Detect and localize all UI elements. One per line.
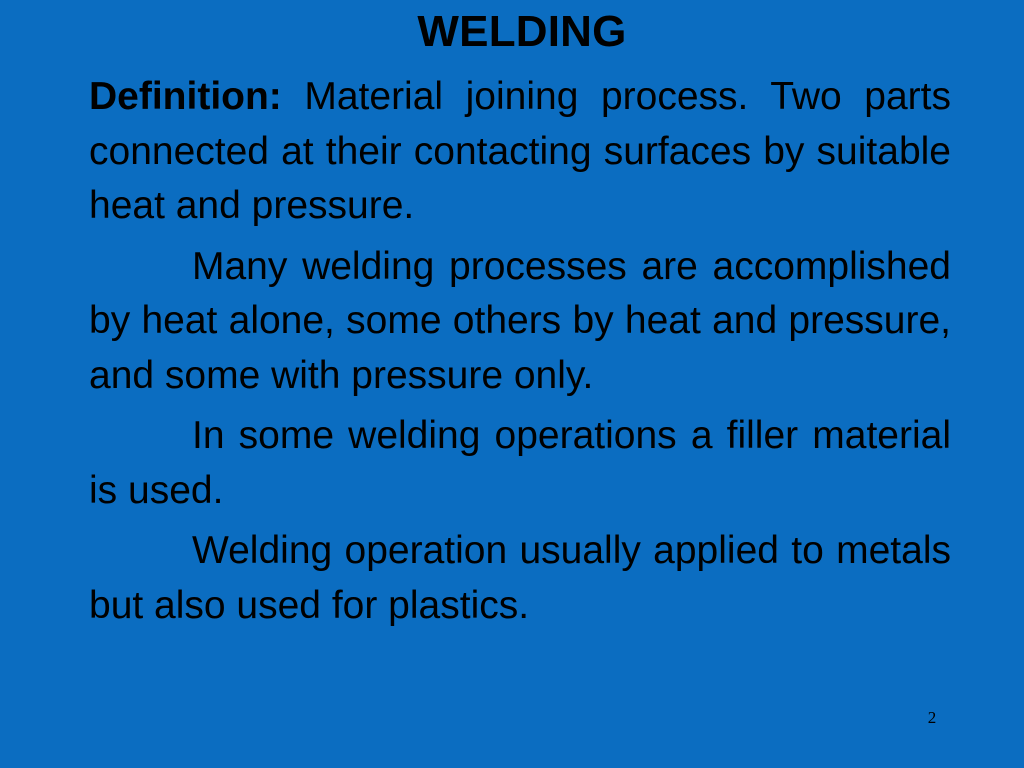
body-paragraph: In some welding operations a filler mate… [89, 414, 951, 512]
definition-paragraph: Definition: Material joining process. Tw… [89, 70, 951, 234]
definition-label: Definition: [89, 75, 282, 118]
page-number: 2 [927, 708, 937, 727]
slide-body: Definition: Material joining process. Tw… [89, 70, 951, 633]
body-paragraph: Welding operation usually applied to met… [89, 529, 951, 627]
body-paragraph: Many welding processes are accomplished … [89, 244, 951, 397]
slide-title: WELDING [417, 7, 627, 56]
definition-text: Material joining process. Two parts conn… [89, 75, 951, 227]
